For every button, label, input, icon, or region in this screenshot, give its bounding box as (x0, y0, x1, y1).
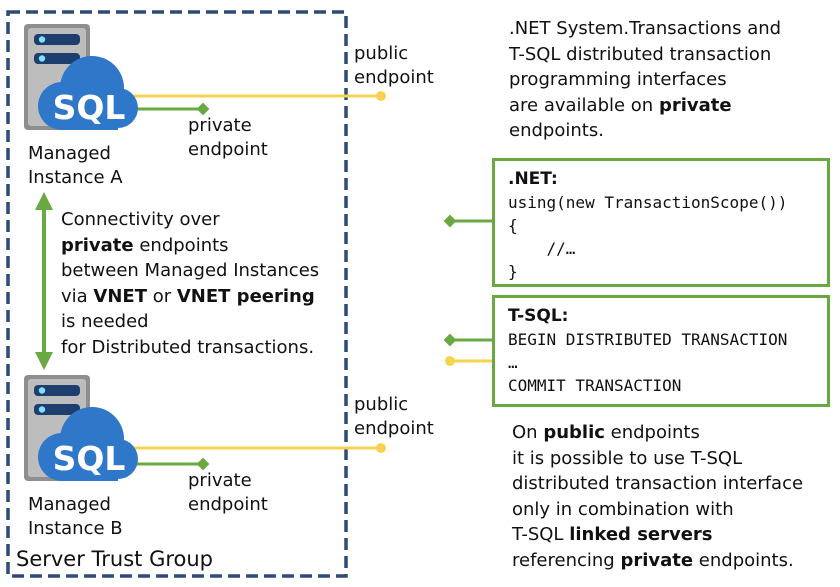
sql-text: SQL (53, 439, 126, 478)
public-endpoint-label-b: public endpoint (354, 394, 434, 439)
code-line: //… (508, 239, 576, 258)
instance-b-label: Managed Instance B (28, 494, 123, 539)
sql-server-icon: SQL (24, 375, 138, 481)
sql-text: SQL (53, 88, 126, 127)
code-line: using(new TransactionScope()) (508, 193, 788, 212)
instance-a-label: Managed Instance A (28, 143, 123, 188)
code-line: COMMIT TRANSACTION (508, 376, 682, 395)
tsql-private-diamond (443, 333, 457, 347)
public-endpoint-label-a: public endpoint (354, 43, 434, 88)
server-trust-group-frame (6, 10, 348, 578)
dotnet-box-title: .NET: (508, 169, 558, 189)
code-line: BEGIN DISTRIBUTED TRANSACTION (508, 330, 788, 349)
arrow-down-head (35, 352, 53, 370)
private-endpoint-label-a: private endpoint (188, 115, 268, 160)
dotnet-code-box: .NET: using(new TransactionScope()) { //… (492, 158, 830, 287)
dotnet-private-diamond (443, 214, 457, 228)
code-line: { (508, 216, 518, 235)
bottom-note: On public endpoints it is possible to us… (512, 422, 804, 571)
tsql-code-box: T-SQL: BEGIN DISTRIBUTED TRANSACTION … C… (492, 295, 830, 407)
tsql-box-title: T-SQL: (508, 306, 569, 326)
public-endpoint-dot-a (376, 91, 386, 101)
private-endpoint-diamond-a (196, 102, 210, 116)
server-trust-group-label: Server Trust Group (16, 547, 214, 571)
code-line: } (508, 262, 518, 281)
private-endpoint-label-b: private endpoint (188, 470, 268, 515)
arrow-up-head (35, 192, 53, 210)
top-note: .NET System.Transactions and T-SQL distr… (509, 18, 782, 141)
sql-server-icon: SQL (24, 24, 138, 130)
code-line: … (508, 353, 518, 372)
public-endpoint-dot-b (376, 443, 386, 453)
connectivity-text: Connectivity over private endpoints betw… (61, 209, 320, 358)
tsql-public-dot (445, 356, 455, 366)
private-endpoint-diamond-b (196, 457, 210, 471)
